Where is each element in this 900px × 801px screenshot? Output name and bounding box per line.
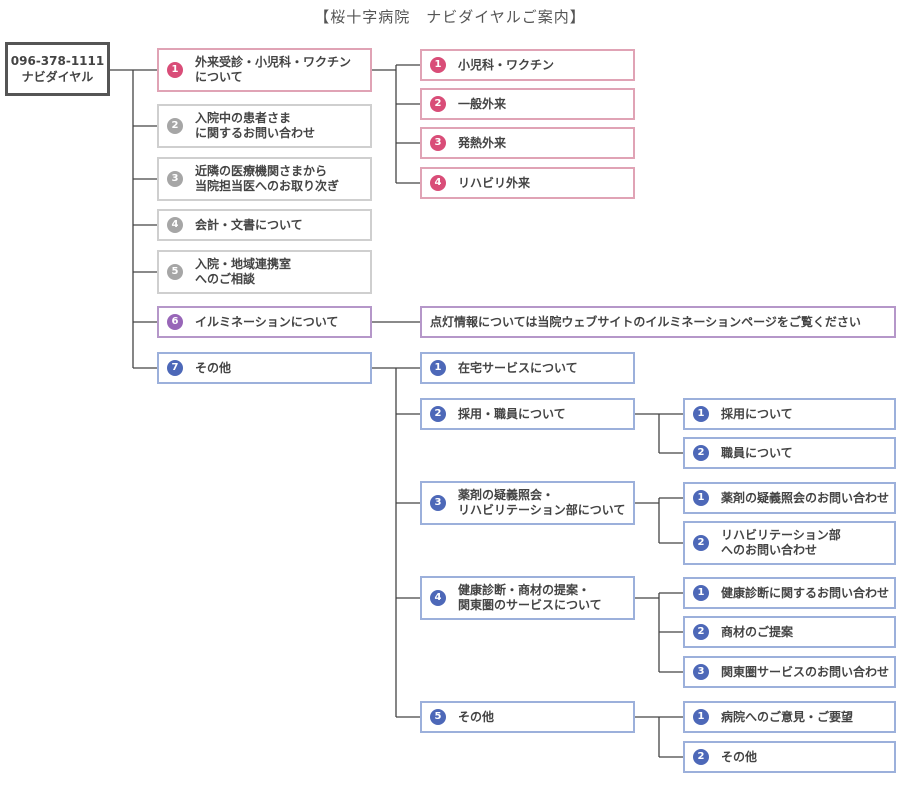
option-label: 薬剤の疑義照会・ リハビリテーション部について: [458, 488, 626, 517]
option-label: 商材のご提案: [721, 624, 794, 639]
option-label: 健康診断・商材の提案・ 関東圏のサービスについて: [458, 583, 602, 612]
menu-number-5: 5: [167, 264, 183, 280]
pharmacy-option-inquiry[interactable]: 1 薬剤の疑義照会のお問い合わせ: [683, 482, 896, 514]
option-label: 発熱外来: [458, 135, 507, 150]
menu-number-2: 2: [167, 118, 183, 134]
other-option-pharmacy-rehab[interactable]: 3 薬剤の疑義照会・ リハビリテーション部について: [420, 481, 635, 525]
option-number-1: 1: [693, 585, 709, 601]
menu-item-label: 会計・文書について: [195, 217, 303, 232]
option-number-2: 2: [693, 624, 709, 640]
navi-dial-root-box: 096-378-1111 ナビダイヤル: [5, 42, 110, 96]
pharmacy-option-rehab[interactable]: 2 リハビリテーション部 へのお問い合わせ: [683, 521, 896, 565]
option-label: 職員について: [721, 445, 793, 460]
health-option-checkup[interactable]: 1 健康診断に関するお問い合わせ: [683, 577, 896, 609]
menu-item-label: 外来受診・小児科・ワクチン について: [195, 55, 352, 84]
option-number-2: 2: [693, 535, 709, 551]
option-number-4: 4: [430, 590, 446, 606]
menu-item-referral[interactable]: 3 近隣の医療機関さまから 当院担当医へのお取り次ぎ: [157, 157, 372, 201]
option-number-3: 3: [430, 495, 446, 511]
health-option-proposal[interactable]: 2 商材のご提案: [683, 616, 896, 648]
option-label: 病院へのご意見・ご要望: [721, 709, 854, 724]
recruit-option-hiring[interactable]: 1 採用について: [683, 398, 896, 430]
option-label: その他: [721, 749, 758, 764]
phone-number: 096-378-1111: [10, 54, 105, 68]
root-label: ナビダイヤル: [21, 70, 94, 84]
option-number-2: 2: [693, 749, 709, 765]
outpatient-option-general[interactable]: 2 一般外来: [420, 88, 635, 120]
other-option-misc[interactable]: 5 その他: [420, 701, 635, 733]
option-label: その他: [458, 709, 495, 724]
menu-number-4: 4: [167, 217, 183, 233]
menu-item-label: その他: [195, 360, 232, 375]
menu-number-6: 6: [167, 314, 183, 330]
health-option-kanto[interactable]: 3 関東圏サービスのお問い合わせ: [683, 656, 896, 688]
illumination-note: 点灯情報については当院ウェブサイトのイルミネーションページをご覧ください: [420, 306, 896, 338]
menu-item-inpatient[interactable]: 2 入院中の患者さま に関するお問い合わせ: [157, 104, 372, 148]
menu-item-billing[interactable]: 4 会計・文書について: [157, 209, 372, 241]
recruit-option-staff[interactable]: 2 職員について: [683, 437, 896, 469]
misc-option-other[interactable]: 2 その他: [683, 741, 896, 773]
option-label: 健康診断に関するお問い合わせ: [721, 585, 890, 600]
menu-item-admission[interactable]: 5 入院・地域連携室 へのご相談: [157, 250, 372, 294]
page-title: 【桜十字病院 ナビダイヤルご案内】: [314, 8, 586, 26]
option-label: リハビリテーション部 へのお問い合わせ: [721, 528, 841, 557]
option-number-3: 3: [430, 135, 446, 151]
outpatient-option-rehab[interactable]: 4 リハビリ外来: [420, 167, 635, 199]
menu-item-label: イルミネーションについて: [195, 314, 339, 329]
option-label: 採用について: [721, 406, 793, 421]
option-label: 一般外来: [458, 96, 507, 111]
option-number-1: 1: [693, 406, 709, 422]
option-number-1: 1: [693, 709, 709, 725]
option-number-5: 5: [430, 709, 446, 725]
other-option-health-check[interactable]: 4 健康診断・商材の提案・ 関東圏のサービスについて: [420, 576, 635, 620]
outpatient-option-pediatrics[interactable]: 1 小児科・ワクチン: [420, 49, 635, 81]
menu-number-3: 3: [167, 171, 183, 187]
misc-option-feedback[interactable]: 1 病院へのご意見・ご要望: [683, 701, 896, 733]
option-number-1: 1: [693, 490, 709, 506]
menu-number-7: 7: [167, 360, 183, 376]
menu-item-other[interactable]: 7 その他: [157, 352, 372, 384]
option-label: 在宅サービスについて: [458, 360, 578, 375]
option-number-2: 2: [430, 96, 446, 112]
option-label: 関東圏サービスのお問い合わせ: [721, 664, 890, 679]
option-number-1: 1: [430, 57, 446, 73]
outpatient-option-fever[interactable]: 3 発熱外来: [420, 127, 635, 159]
menu-item-label: 入院中の患者さま に関するお問い合わせ: [195, 111, 316, 140]
menu-item-outpatient[interactable]: 1 外来受診・小児科・ワクチン について: [157, 48, 372, 92]
menu-item-label: 入院・地域連携室 へのご相談: [195, 257, 292, 286]
menu-item-illumination[interactable]: 6 イルミネーションについて: [157, 306, 372, 338]
other-option-home-service[interactable]: 1 在宅サービスについて: [420, 352, 635, 384]
illumination-note-text: 点灯情報については当院ウェブサイトのイルミネーションページをご覧ください: [430, 314, 861, 329]
option-number-1: 1: [430, 360, 446, 376]
option-number-2: 2: [693, 445, 709, 461]
option-number-3: 3: [693, 664, 709, 680]
other-option-recruit-staff[interactable]: 2 採用・職員について: [420, 398, 635, 430]
option-number-4: 4: [430, 175, 446, 191]
option-number-2: 2: [430, 406, 446, 422]
menu-number-1: 1: [167, 62, 183, 78]
option-label: 薬剤の疑義照会のお問い合わせ: [721, 490, 890, 505]
option-label: 小児科・ワクチン: [458, 57, 555, 72]
option-label: リハビリ外来: [458, 175, 531, 190]
option-label: 採用・職員について: [458, 406, 566, 421]
menu-item-label: 近隣の医療機関さまから 当院担当医へのお取り次ぎ: [195, 164, 340, 193]
